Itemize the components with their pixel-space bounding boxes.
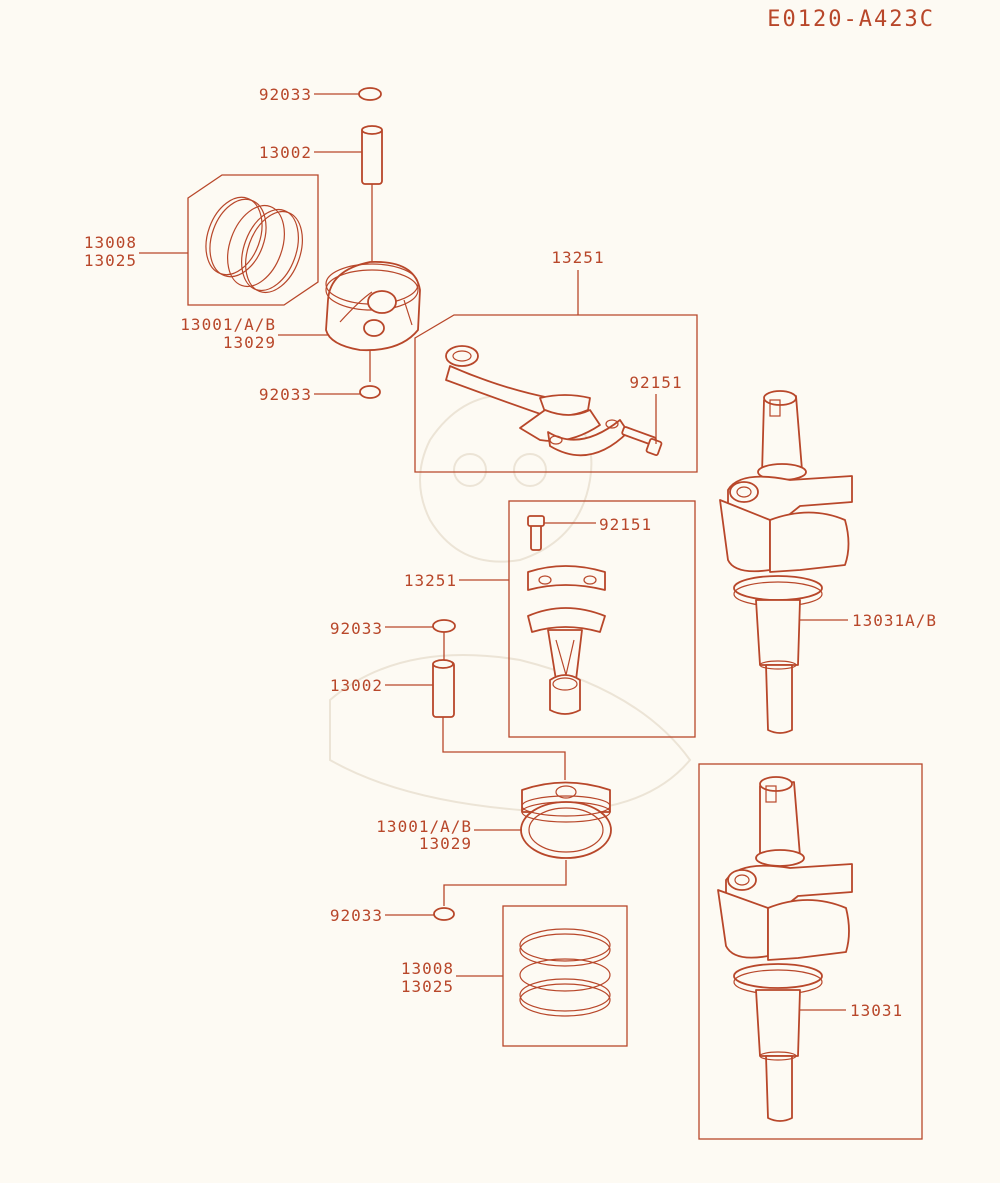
callout-crank-upper: 13031A/B: [852, 611, 937, 630]
crankshaft-upper: [719, 390, 853, 734]
callout-piston-upper-a: 13001/A/B: [180, 315, 276, 334]
callout-conrod-lower: 13251: [404, 571, 457, 590]
watermark-mascot: [329, 394, 692, 813]
piston-upper: [325, 261, 421, 352]
callout-pin-lower: 13002: [330, 676, 383, 695]
callout-clip-lower-top: 92033: [330, 619, 383, 638]
callout-clip-lower-bottom: 92033: [330, 906, 383, 925]
callout-bolt-lower: 92151: [599, 515, 652, 534]
callout-rings-lower-b: 13025: [401, 977, 454, 996]
diagram-code: E0120-A423C: [767, 7, 935, 32]
callout-crank-lower: 13031: [850, 1001, 903, 1020]
callout-rings-upper-a: 13008: [84, 233, 137, 252]
callout-bolt-upper: 92151: [629, 373, 682, 392]
piston-pin-clip-lower-bottom: [433, 907, 455, 921]
callout-conrod-upper: 13251: [551, 248, 604, 267]
connecting-rod-lower: [508, 500, 696, 738]
callout-rings-upper-b: 13025: [84, 251, 137, 270]
piston-pin-clip-lower-top: [432, 619, 456, 633]
piston-pin-lower: [432, 659, 455, 718]
callout-pin-upper: 13002: [259, 143, 312, 162]
callout-piston-upper-b: 13029: [223, 333, 276, 352]
callout-rings-lower-a: 13008: [401, 959, 454, 978]
piston-pin-clip-upper-bottom: [359, 385, 381, 399]
crankshaft-lower: [698, 763, 923, 1140]
callout-piston-lower-a: 13001/A/B: [376, 817, 472, 836]
piston-rings-lower: [502, 905, 628, 1047]
callout-clip-upper-bottom: 92033: [259, 385, 312, 404]
callout-clip-upper-top: 92033: [259, 85, 312, 104]
piston-lower: [520, 781, 612, 859]
callout-piston-lower-b: 13029: [419, 834, 472, 853]
piston-rings-upper: [187, 174, 319, 306]
piston-pin-upper: [361, 125, 383, 185]
piston-pin-clip-upper-top: [358, 87, 382, 101]
